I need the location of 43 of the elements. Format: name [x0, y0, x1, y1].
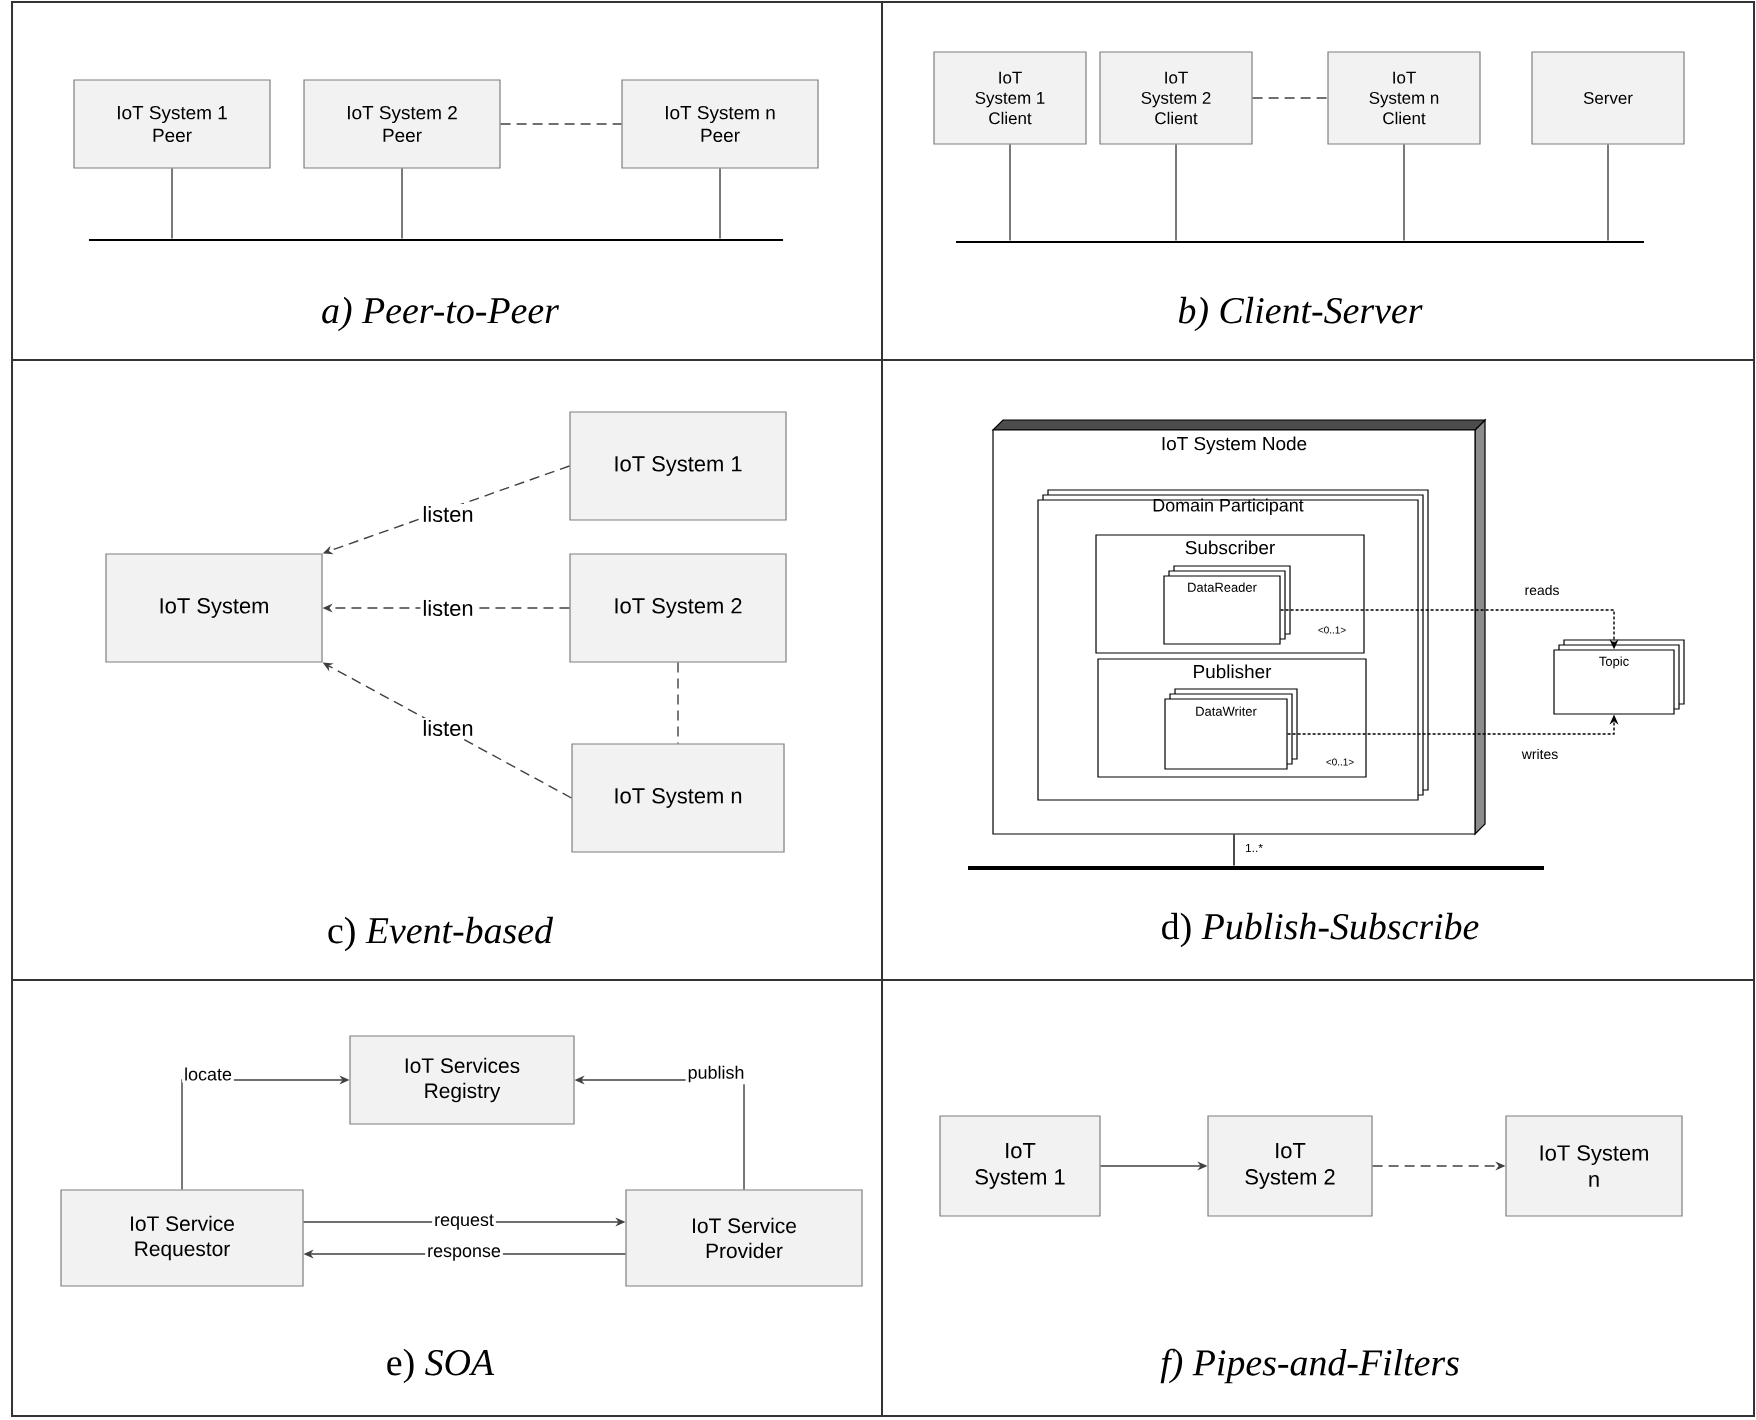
system-box: IoT System 2: [1207, 1115, 1373, 1217]
bus-line: [89, 239, 783, 241]
system-box: IoT System 1: [569, 411, 787, 521]
system-box: IoT System 2 Client: [1099, 51, 1253, 145]
edge-label: publish: [685, 1063, 747, 1085]
system-box: IoT System n Peer: [621, 79, 819, 169]
panel-caption: e) SOA: [387, 1348, 495, 1384]
system-box: IoT System n: [571, 743, 785, 853]
connector-line: [499, 123, 623, 125]
connector-line: [1607, 143, 1609, 242]
connector-line: [171, 167, 173, 240]
connector-line: [1009, 143, 1011, 242]
panel-caption: c) Event-based: [328, 916, 554, 952]
connector-line: [401, 167, 403, 240]
edge-label: listen: [420, 503, 476, 525]
edge-label: locate: [182, 1065, 234, 1083]
system-box: IoT System n Client: [1327, 51, 1481, 145]
system-box: IoT System 1 Client: [933, 51, 1087, 145]
edge-label: request: [432, 1212, 496, 1232]
connector-line: [1251, 97, 1329, 99]
system-box: IoT System: [105, 553, 323, 663]
bus-line: [956, 241, 1644, 243]
system-box: IoT System 1: [939, 1115, 1101, 1217]
connector-line: [719, 167, 721, 240]
connector-line: [1403, 143, 1405, 242]
panel-caption: b) Client-Server: [1178, 296, 1423, 332]
edge-label: listen: [420, 597, 476, 619]
system-box: IoT System 2: [569, 553, 787, 663]
system-box: Server: [1531, 51, 1685, 145]
connector-line: [1233, 833, 1235, 867]
edge-label: response: [425, 1245, 503, 1263]
edge-label: listen: [420, 717, 476, 739]
system-box: IoT System n: [1505, 1115, 1683, 1217]
panel-caption: f) Pipes-and-Filters: [1160, 1348, 1459, 1384]
system-box: IoT System 1 Peer: [73, 79, 271, 169]
system-box: IoT Services Registry: [349, 1035, 575, 1125]
system-box: IoT Service Provider: [625, 1189, 863, 1287]
panel-caption: d) Publish-Subscribe: [1162, 912, 1479, 948]
system-box: IoT Service Requestor: [60, 1189, 304, 1287]
bus-line: [968, 866, 1544, 870]
panel-caption: a) Peer-to-Peer: [322, 296, 559, 332]
system-box: IoT System 2 Peer: [303, 79, 501, 169]
connector-line: [1175, 143, 1177, 242]
